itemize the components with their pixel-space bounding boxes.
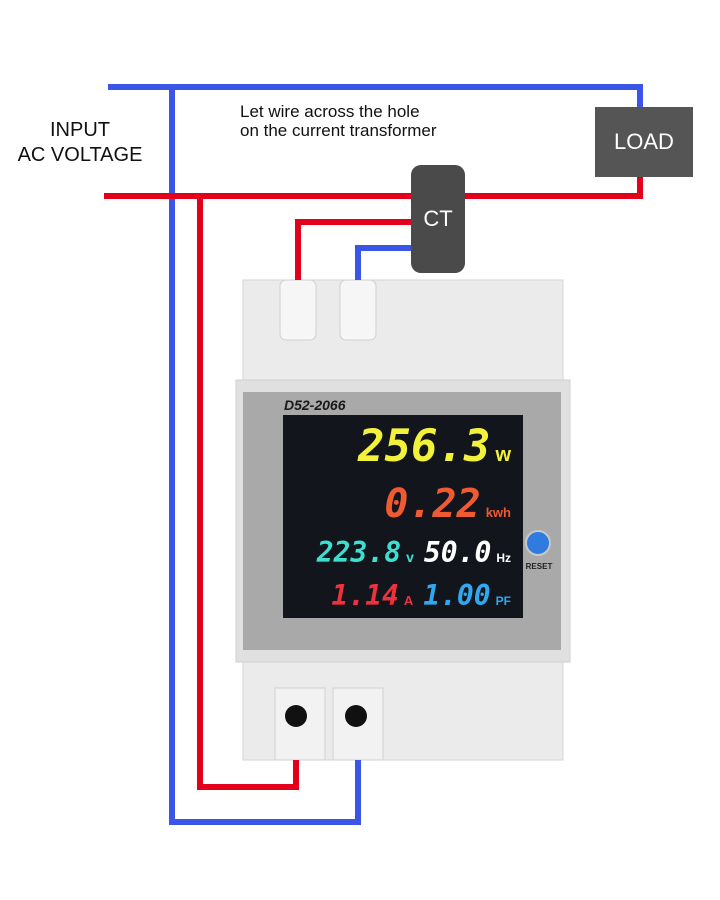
power-value: 256.3 (357, 421, 491, 472)
power-factor-unit: PF (495, 594, 511, 608)
ct-lead-blue (355, 245, 414, 280)
reset-button-circle (525, 530, 551, 556)
power-unit: w (495, 444, 511, 466)
note-line1: Let wire across the hole (240, 102, 420, 121)
live-wire-down (197, 196, 299, 790)
model-label: D52-2066 (284, 397, 346, 413)
meter-body (235, 279, 571, 761)
reset-label: RESET (525, 562, 553, 571)
reset-button[interactable] (526, 531, 550, 555)
power-row: 256.3 w (289, 425, 511, 469)
note-line2: on the current transformer (240, 121, 437, 140)
bottom-terminal-screw-left (285, 705, 307, 727)
live-wire-top (104, 176, 643, 199)
current-value: 1.14 (331, 579, 399, 612)
ct-lead-red (295, 219, 414, 280)
current-transformer: CT (411, 165, 465, 273)
load-box: LOAD (595, 107, 693, 177)
top-terminal-left (279, 279, 317, 341)
voltage-frequency-row: 223.8 v 50.0 Hz (289, 539, 511, 567)
instruction-note: Let wire across the hole on the current … (240, 102, 437, 140)
input-label-line2: AC VOLTAGE (17, 144, 143, 166)
power-factor-value: 1.00 (423, 579, 491, 612)
top-terminal-right (339, 279, 377, 341)
display-readings: 256.3 w 0.22 kwh 223.8 v 50.0 Hz 1.14 A … (283, 415, 523, 618)
energy-unit: kwh (485, 505, 511, 520)
current-pf-row: 1.14 A 1.00 PF (289, 582, 511, 610)
display-screen (283, 415, 523, 618)
frequency-unit: Hz (496, 551, 511, 565)
voltage-unit: v (406, 549, 414, 565)
input-label-line1: INPUT (50, 119, 110, 141)
neutral-wire-down (169, 87, 361, 825)
neutral-wire-top (108, 84, 643, 108)
current-unit: A (403, 593, 414, 608)
frequency-value: 50.0 (423, 536, 492, 569)
bottom-terminal-screw-right (345, 705, 367, 727)
energy-value: 0.22 (384, 481, 481, 527)
energy-row: 0.22 kwh (289, 484, 511, 524)
voltage-value: 223.8 (316, 536, 402, 569)
input-label: INPUT AC VOLTAGE (10, 118, 150, 168)
